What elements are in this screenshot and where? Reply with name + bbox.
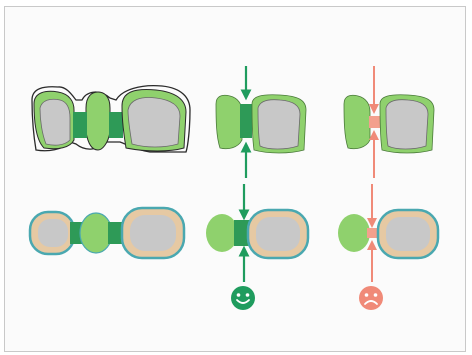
- good-connector: [240, 104, 252, 138]
- frowning-face-icon: [359, 286, 383, 310]
- right-abutment-core: [130, 215, 176, 251]
- connector-side-view-good: [215, 94, 307, 154]
- left-connector: [73, 112, 87, 138]
- pontic: [85, 91, 111, 151]
- pontic: [206, 214, 238, 252]
- connector-side-view-bad: [343, 94, 435, 154]
- bad-connector: [369, 116, 381, 128]
- bad-connector: [367, 228, 379, 238]
- pontic: [338, 214, 370, 252]
- abutment-core: [257, 99, 301, 150]
- left-abutment-core: [38, 219, 68, 247]
- pontic: [79, 212, 113, 254]
- smiley-face-icon: [231, 286, 255, 310]
- connector-occlusal-view-bad: [338, 208, 440, 260]
- abutment-core: [256, 217, 300, 251]
- connector-occlusal-view-good: [206, 208, 310, 260]
- abutment-core: [385, 99, 429, 150]
- pontic-side: [215, 94, 243, 150]
- abutment-core: [386, 217, 430, 251]
- bridge-occlusal-view: [28, 206, 186, 260]
- right-abutment-core: [127, 97, 181, 148]
- right-connector: [109, 112, 123, 138]
- bridge-side-view: [31, 84, 191, 153]
- pontic-side: [343, 94, 371, 150]
- left-abutment-core: [39, 98, 71, 146]
